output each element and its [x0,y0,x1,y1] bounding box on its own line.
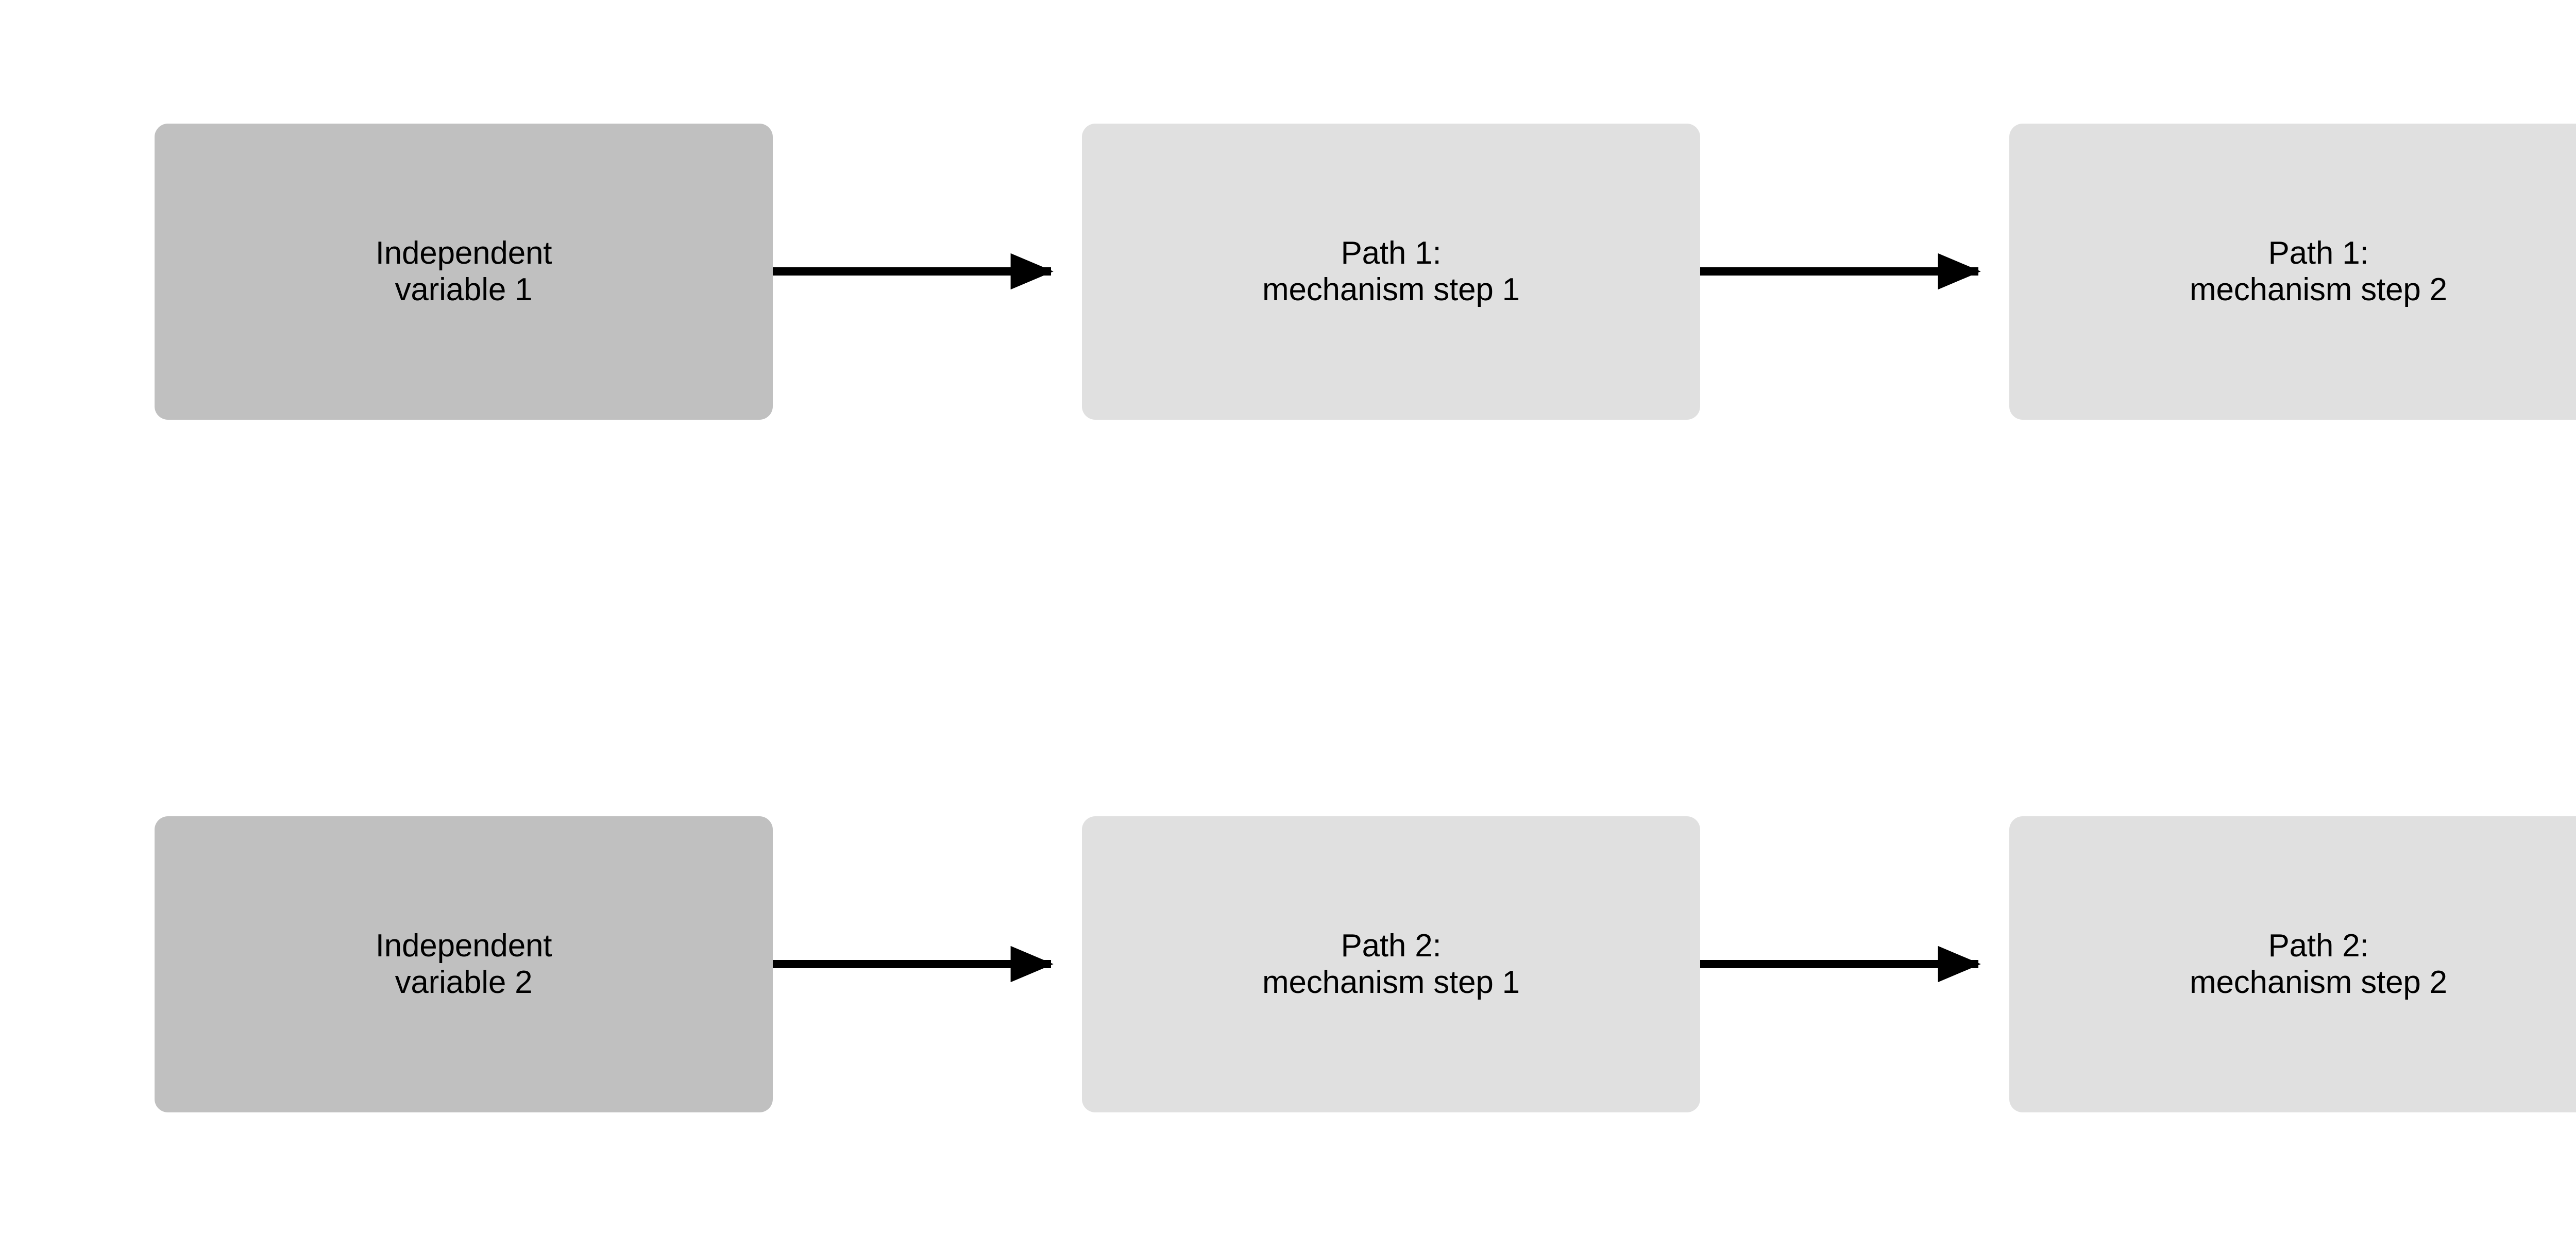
node-label: Path 1: mechanism step 1 [1262,235,1520,307]
node-path1-mechanism-step-1[interactable]: Path 1: mechanism step 1 [1082,124,1700,420]
node-path2-mechanism-step-1[interactable]: Path 2: mechanism step 1 [1082,816,1700,1112]
node-path2-mechanism-step-2[interactable]: Path 2: mechanism step 2 [2009,816,2576,1112]
node-label: Path 2: mechanism step 2 [2190,928,2447,1000]
node-independent-variable-2[interactable]: Independent variable 2 [155,816,773,1112]
node-label: Independent variable 1 [375,235,552,307]
node-independent-variable-1[interactable]: Independent variable 1 [155,124,773,420]
node-label: Path 2: mechanism step 1 [1262,928,1520,1000]
node-label: Path 1: mechanism step 2 [2190,235,2447,307]
node-label: Independent variable 2 [375,928,552,1000]
node-path1-mechanism-step-2[interactable]: Path 1: mechanism step 2 [2009,124,2576,420]
